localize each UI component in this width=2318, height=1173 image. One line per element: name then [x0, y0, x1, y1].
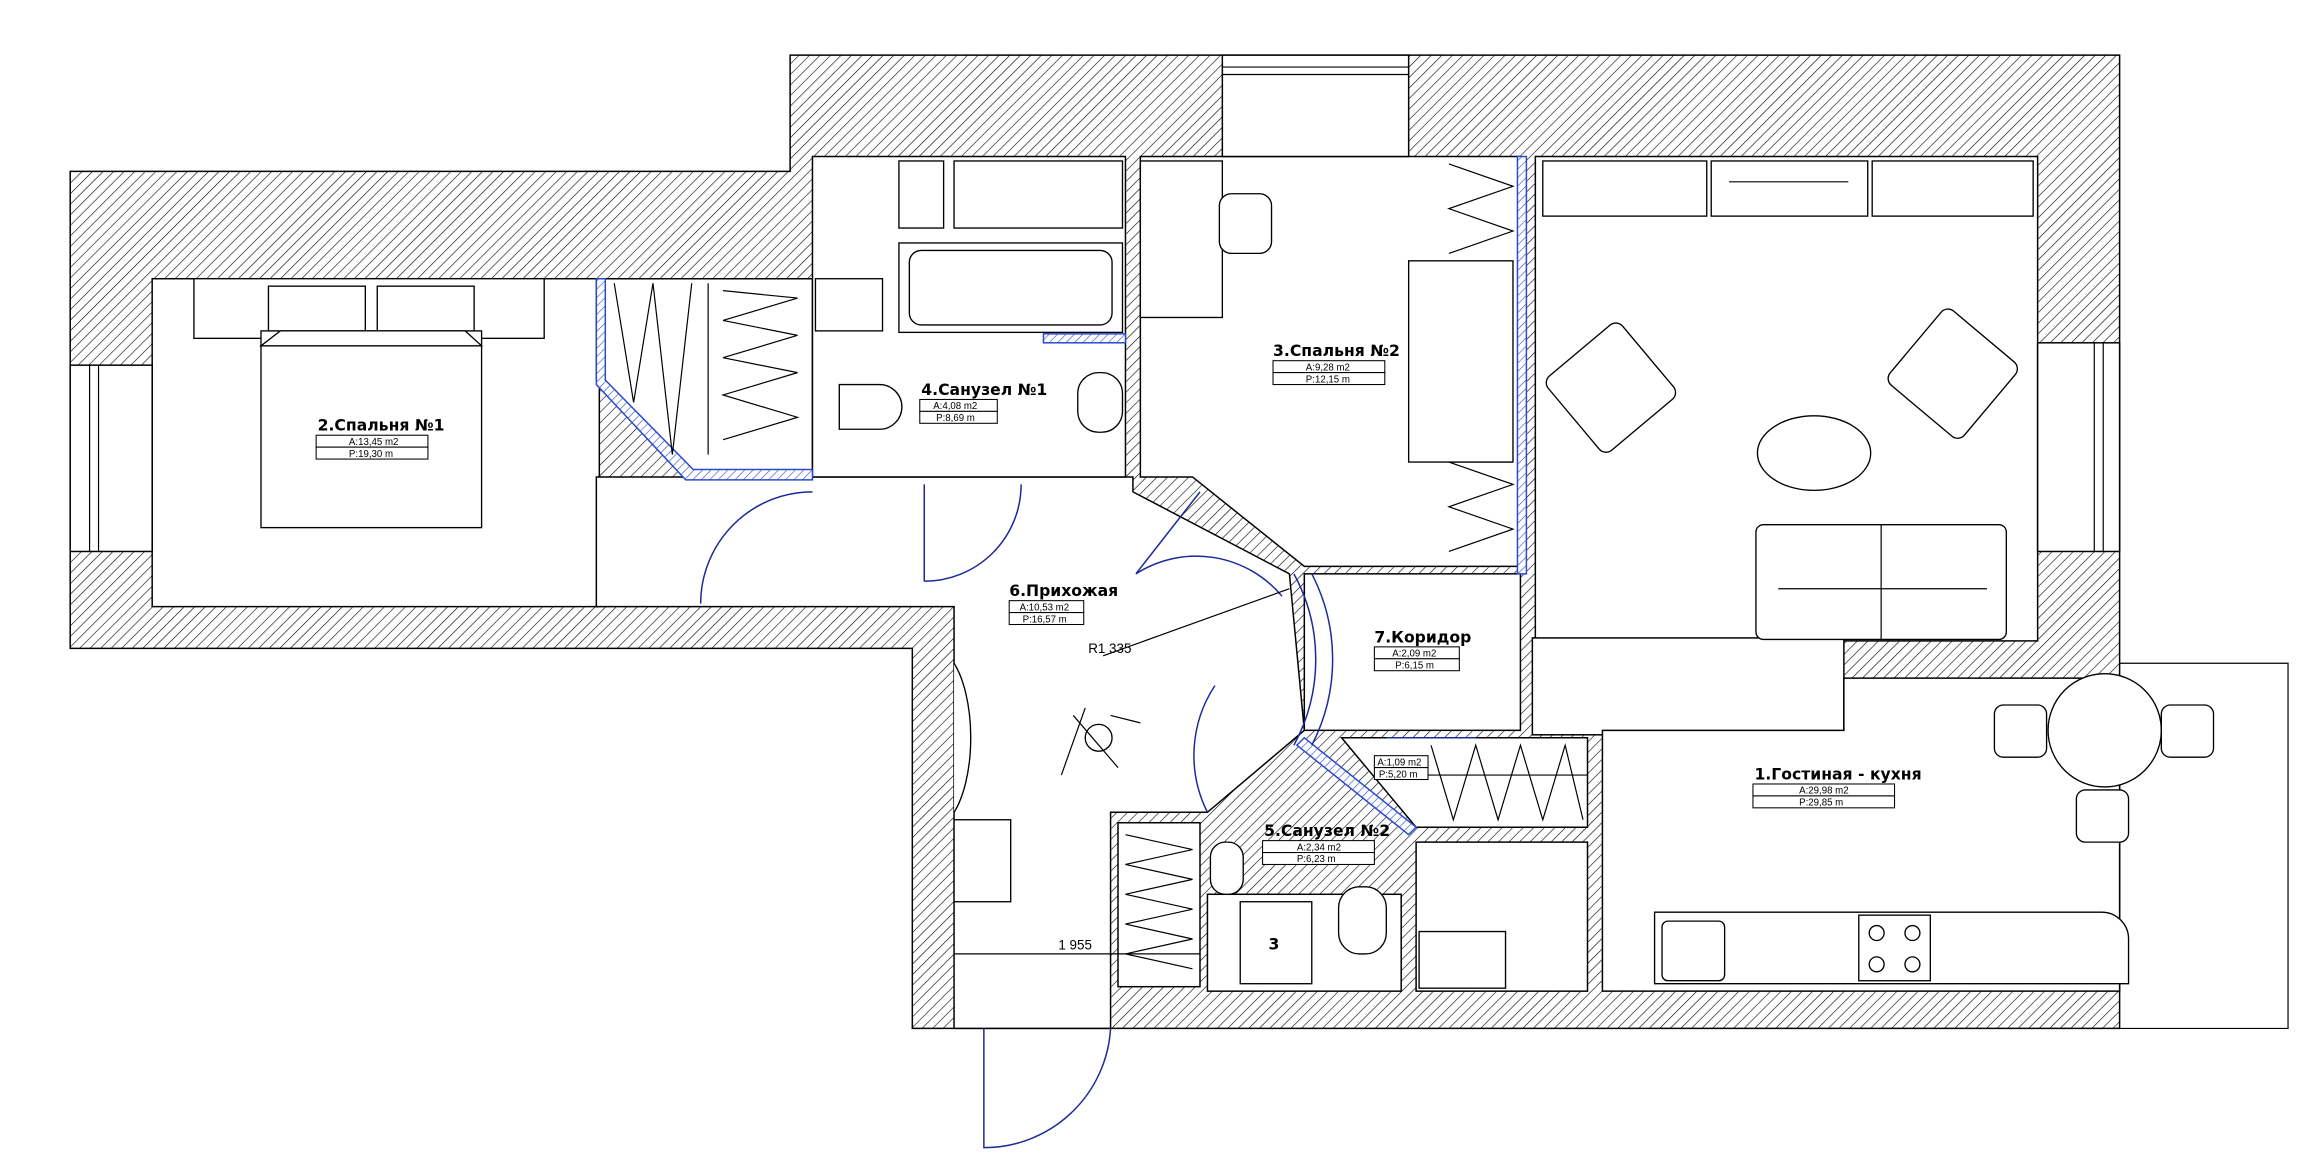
wardrobe-hall [1125, 834, 1193, 970]
door-bathroom-1[interactable] [923, 484, 1022, 583]
terrace-outline [2119, 662, 2289, 1030]
person-icon [1060, 707, 1141, 776]
desk-chair [1218, 193, 1273, 255]
armchair-right [1887, 308, 2019, 439]
svg-text:A:29,98 m2: A:29,98 m2 [1799, 786, 1848, 797]
hallway [595, 476, 1306, 1030]
partition-closet-2 [1295, 736, 1418, 836]
svg-text:2.Спальня №1: 2.Спальня №1 [318, 416, 445, 435]
shelf-bath [953, 160, 1124, 229]
partition-bath [1042, 333, 1127, 344]
storage-counter [1418, 930, 1507, 989]
toilet-bath-1 [838, 383, 903, 430]
width-dimension: 1 955 [1058, 937, 1092, 952]
dining-table [2047, 673, 2163, 788]
room-label-bedroom-2: 3.Спальня №2 A:9,28 m2 P:12,15 m [1272, 341, 1400, 385]
washing-machine [898, 160, 945, 229]
appliance-label: 3 [1269, 934, 1280, 953]
sofa [1755, 523, 2008, 641]
door-bedroom-1[interactable] [699, 491, 813, 604]
svg-text:P:8,69 m: P:8,69 m [936, 413, 975, 424]
svg-text:P:19,30 m: P:19,30 m [349, 449, 393, 460]
wardrobe-closet [1416, 742, 1588, 822]
svg-text:A:10,53 m2: A:10,53 m2 [1020, 602, 1069, 613]
coffee-table [1756, 415, 1872, 492]
svg-text:A:4,08 m2: A:4,08 m2 [933, 401, 977, 412]
armchair-left [1545, 322, 1677, 453]
svg-text:5.Санузел №2: 5.Санузел №2 [1264, 821, 1390, 840]
svg-text:A:9,28 m2: A:9,28 m2 [1306, 362, 1350, 373]
kitchen-sink [1661, 920, 1726, 982]
door-bedroom-2[interactable] [1135, 491, 1283, 597]
dining-chair [1993, 704, 2048, 758]
entrance-door[interactable] [983, 1028, 1112, 1149]
tv-unit [1542, 160, 2034, 217]
dining-chair [2075, 789, 2130, 843]
window-right [2036, 342, 2121, 553]
sink-bath-1 [814, 278, 884, 332]
living-room-lower [1531, 637, 1845, 736]
svg-text:P:12,15 m: P:12,15 m [1306, 374, 1350, 385]
room-label-hallway: 6.Прихожая A:10,53 m2 P:16,57 m [1008, 581, 1118, 625]
bed [193, 278, 545, 529]
window-left [69, 364, 153, 553]
room-label-bedroom-1: 2.Спальня №1 A:13,45 m2 P:19,30 m [315, 416, 445, 460]
partition-corridor [1516, 155, 1528, 575]
svg-text:P:6,15 m: P:6,15 m [1395, 660, 1434, 671]
room-label-bathroom-2: 5.Санузел №2 A:2,34 m2 P:6,23 m [1262, 821, 1390, 865]
desk [1139, 160, 1224, 319]
radius-dimension-line [1102, 588, 1290, 657]
appliance [1239, 901, 1313, 985]
hall-closet [1117, 821, 1201, 988]
hall-bench [953, 819, 1012, 903]
radius-dimension: R1 335 [1088, 641, 1131, 656]
closet-label: A:1,09 m2 P:5,20 m [1373, 755, 1429, 780]
room-label-living-kitchen: 1.Гостиная - кухня A:29,98 m2 P:29,85 m [1752, 765, 1922, 809]
svg-text:1.Гостиная - кухня: 1.Гостиная - кухня [1754, 765, 1921, 784]
svg-text:A:13,45 m2: A:13,45 m2 [349, 437, 398, 448]
wardrobe-bedroom-2 [1407, 163, 1515, 553]
svg-text:7.Коридор: 7.Коридор [1374, 627, 1471, 646]
sink-bath-2 [1209, 841, 1244, 895]
toilet-bath-2 [1337, 886, 1387, 955]
wardrobe-bedroom-1 [613, 283, 800, 455]
partition-closet [595, 277, 814, 481]
svg-text:P:16,57 m: P:16,57 m [1023, 614, 1067, 625]
svg-text:A:2,34 m2: A:2,34 m2 [1297, 842, 1341, 853]
svg-text:P:6,23 m: P:6,23 m [1297, 854, 1336, 865]
svg-text:P:5,20 m: P:5,20 m [1379, 769, 1418, 780]
door-bathroom-2[interactable] [1193, 685, 1216, 813]
svg-text:A:2,09 m2: A:2,09 m2 [1392, 649, 1436, 660]
window-top [1221, 54, 1410, 158]
dining-chair [2160, 704, 2215, 758]
door-corridor-arc[interactable] [1293, 573, 1334, 746]
sink-bath-1b [1077, 371, 1124, 433]
bathtub [898, 242, 1124, 334]
hall-mirror [953, 662, 972, 813]
svg-text:3.Спальня №2: 3.Спальня №2 [1273, 341, 1400, 360]
svg-text:A:1,09 m2: A:1,09 m2 [1377, 757, 1421, 768]
room-label-bathroom-1: 4.Санузел №1 A:4,08 m2 P:8,69 m [919, 380, 1047, 424]
svg-text:P:29,85 m: P:29,85 m [1799, 798, 1843, 809]
cooktop [1858, 914, 1931, 982]
room-label-corridor: 7.Коридор A:2,09 m2 P:6,15 m [1373, 627, 1471, 671]
svg-text:4.Санузел №1: 4.Санузел №1 [921, 380, 1047, 399]
svg-text:6.Прихожая: 6.Прихожая [1009, 581, 1118, 600]
